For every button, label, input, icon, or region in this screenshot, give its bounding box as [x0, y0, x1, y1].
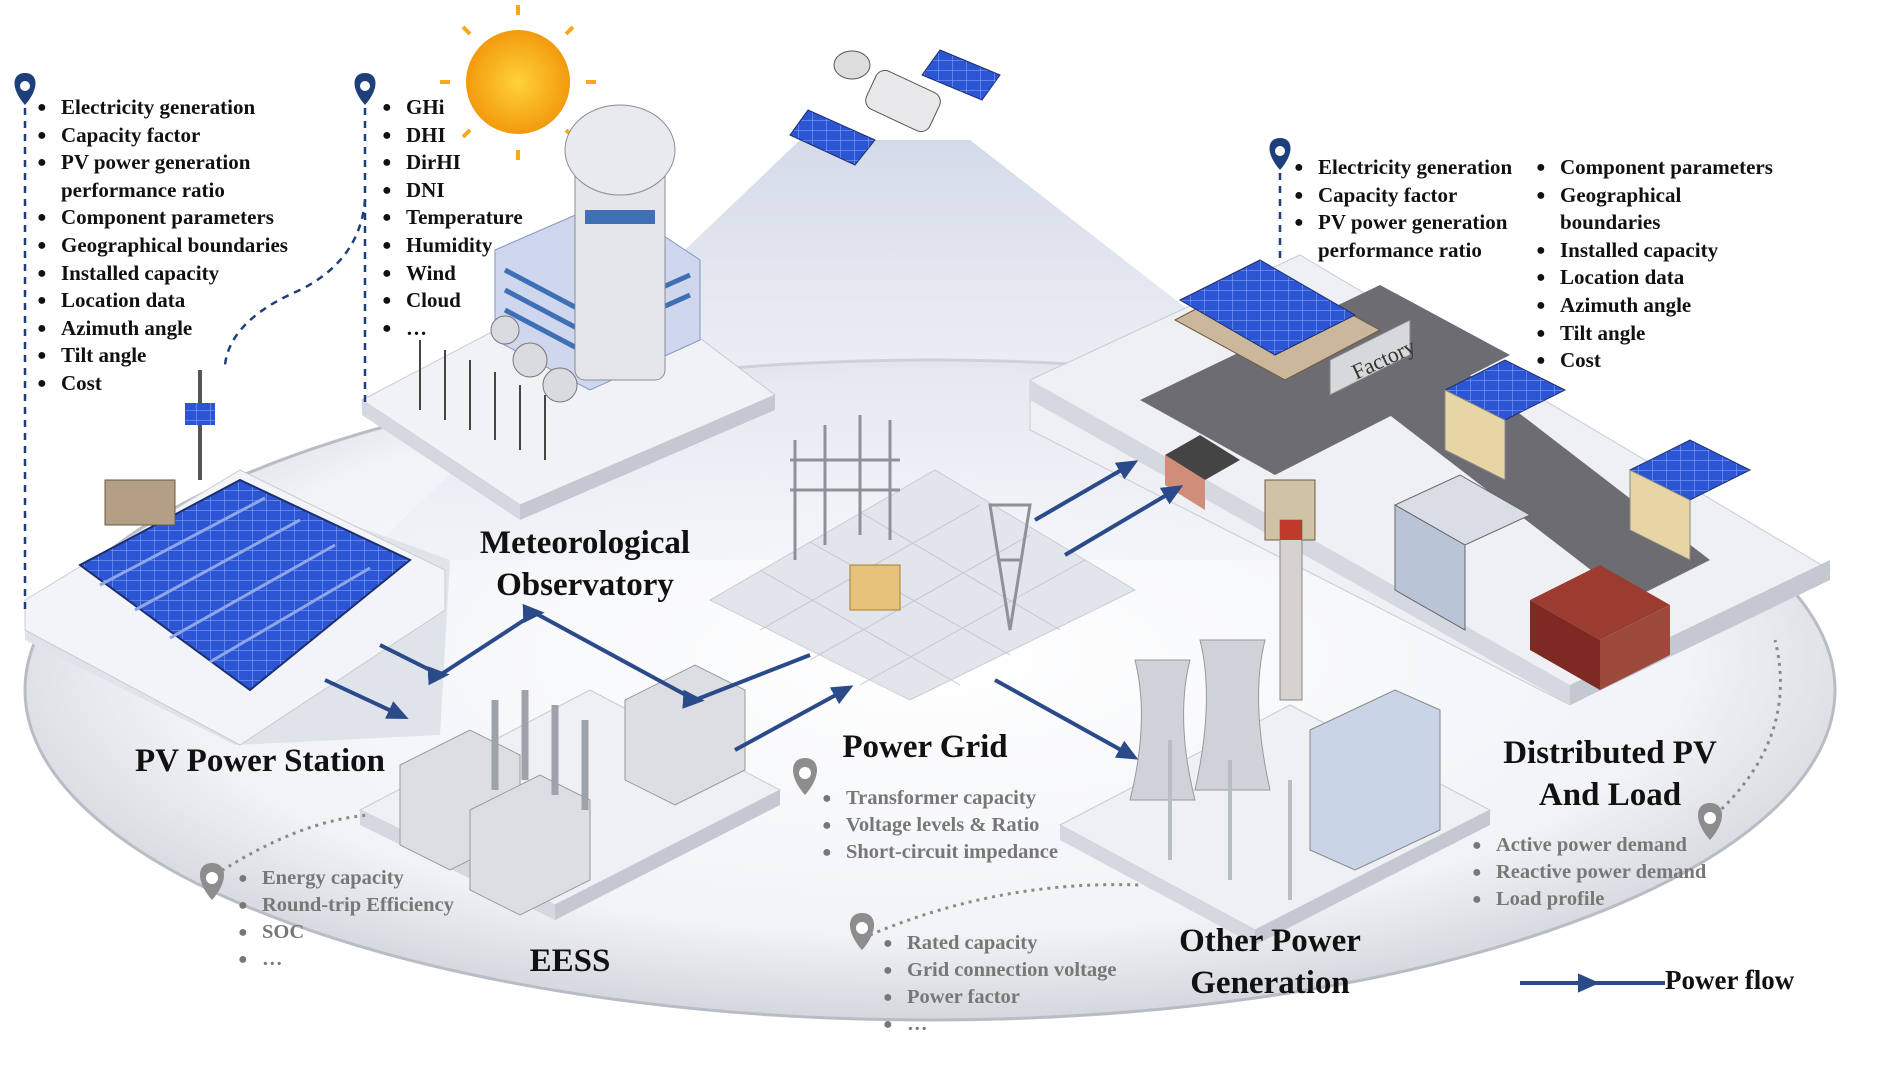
met-param: Temperature [382, 204, 523, 232]
factory-building [1173, 259, 1411, 396]
other-gen-param: Grid connection voltage [883, 957, 1117, 984]
satellite-icon [789, 49, 1001, 166]
location-pin-icon-met [354, 73, 376, 105]
pv-param: Capacity factor [37, 122, 291, 150]
pv-param: Geographical boundaries [37, 232, 291, 260]
pv-station-title: PV Power Station [135, 743, 385, 779]
flow-pv-to-grid [379, 603, 811, 709]
power-grid-title: Power Grid [842, 729, 1008, 765]
location-pin-icon-distributed [1269, 138, 1291, 170]
met-param: Cloud [382, 287, 523, 315]
met-params: GHi DHI DirHI DNI Temperature Humidity W… [382, 94, 523, 342]
grey-dotted-connectors [214, 639, 1782, 937]
pv-station-platform [24, 370, 450, 746]
pv-param: Location data [37, 287, 291, 315]
load-param: Load profile [1472, 886, 1706, 913]
eess-param: SOC [238, 919, 454, 946]
distributed-param: Location data [1536, 264, 1773, 292]
met-param: DNI [382, 177, 523, 205]
met-param: Humidity [382, 232, 523, 260]
power-grid-platform [708, 415, 1137, 701]
load-param: Reactive power demand [1472, 859, 1706, 886]
grid-param: Transformer capacity [822, 785, 1058, 812]
location-pin-icon-load [1697, 803, 1723, 840]
location-pin-icon-other-gen [849, 913, 875, 950]
pv-param: Cost [37, 370, 291, 398]
eess-param: Round-trip Efficiency [238, 892, 454, 919]
pv-station-params: Electricity generation Capacity factor P… [37, 94, 291, 398]
distributed-param: Component parameters [1536, 154, 1773, 182]
distributed-param: PV power generation performance ratio [1294, 209, 1543, 264]
other-gen-title: Other Power Generation [1179, 923, 1361, 1001]
distributed-param: Capacity factor [1294, 182, 1543, 210]
location-pin-icon-grid [792, 758, 818, 795]
pv-param: Azimuth angle [37, 315, 291, 343]
distributed-param: Installed capacity [1536, 237, 1773, 265]
load-params: Active power demand Reactive power deman… [1472, 832, 1706, 913]
met-param: DHI [382, 122, 523, 150]
grid-params: Transformer capacity Voltage levels & Ra… [822, 785, 1058, 866]
distributed-param: Tilt angle [1536, 320, 1773, 348]
distributed-param: Geographical boundaries [1536, 182, 1700, 237]
location-pin-icon-pv [14, 73, 36, 105]
eess-title: EESS [529, 943, 611, 979]
eess-params: Energy capacity Round-trip Efficiency SO… [238, 865, 454, 973]
met-param: … [382, 315, 523, 343]
flow-grid-to-other [994, 678, 1139, 760]
distributed-title: Distributed PV And Load [1503, 735, 1717, 813]
distributed-params-left: Electricity generation Capacity factor P… [1294, 154, 1543, 264]
other-gen-param: Power factor [883, 984, 1117, 1011]
pv-param: Electricity generation [37, 94, 291, 122]
other-gen-platform [1058, 519, 1492, 945]
eess-platform [358, 664, 782, 920]
flow-pv-to-eess [324, 678, 409, 720]
legend-power-flow-label: Power flow [1665, 965, 1795, 995]
flow-grid-to-load-1 [1033, 460, 1139, 522]
other-gen-param: Rated capacity [883, 930, 1117, 957]
pv-param: Tilt angle [37, 342, 291, 370]
distributed-param: Electricity generation [1294, 154, 1543, 182]
flow-eess-to-grid [734, 685, 854, 752]
met-param: GHi [382, 94, 523, 122]
flow-grid-to-load-2 [1063, 485, 1184, 557]
pv-param: PV power generation performance ratio [37, 149, 291, 204]
pv-param: Installed capacity [37, 260, 291, 288]
grid-param: Voltage levels & Ratio [822, 812, 1058, 839]
distributed-param: Cost [1536, 347, 1773, 375]
distributed-param: Azimuth angle [1536, 292, 1773, 320]
met-param: Wind [382, 260, 523, 288]
power-flow-lines [324, 460, 1184, 760]
met-observatory-platform [361, 104, 776, 520]
eess-param: … [238, 946, 454, 973]
location-pin-icon-eess [199, 863, 225, 900]
distributed-params-right: Component parameters Geographical bounda… [1536, 154, 1773, 375]
met-observatory-title: Meteorological Observatory [479, 525, 691, 603]
grid-param: Short-circuit impedance [822, 839, 1058, 866]
eess-param: Energy capacity [238, 865, 454, 892]
pv-param: Component parameters [37, 204, 291, 232]
other-gen-params: Rated capacity Grid connection voltage P… [883, 930, 1117, 1038]
load-param: Active power demand [1472, 832, 1706, 859]
other-gen-param: … [883, 1011, 1117, 1038]
met-param: DirHI [382, 149, 523, 177]
